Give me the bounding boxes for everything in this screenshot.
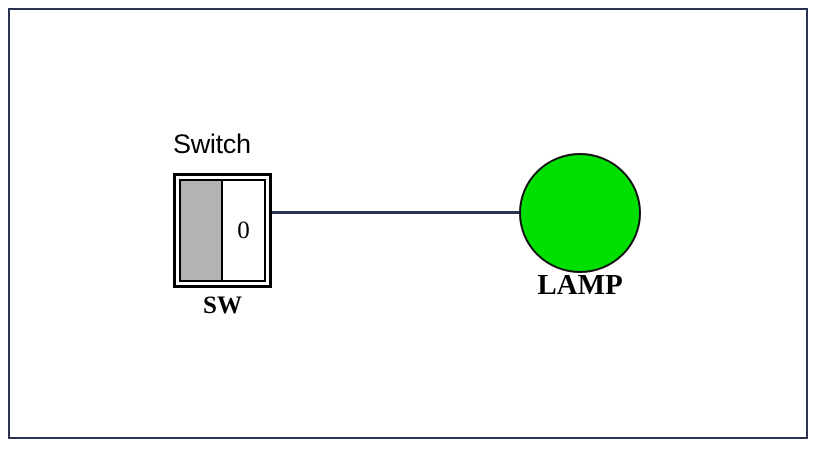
switch-state-panel[interactable]: 0: [223, 179, 266, 282]
switch-lever-handle[interactable]: [179, 179, 223, 282]
lamp-name-label: LAMP: [537, 269, 623, 301]
switch-name-label: SW: [203, 292, 242, 319]
switch-component[interactable]: Switch 0 SW: [173, 128, 275, 323]
switch-body[interactable]: 0: [173, 173, 272, 288]
wire-switch-to-lamp: [272, 211, 522, 214]
lamp-component[interactable]: LAMP: [519, 153, 645, 305]
switch-title-label: Switch: [173, 129, 251, 159]
switch-state-value: 0: [237, 217, 250, 244]
diagram-frame: Switch 0 SW LAMP: [8, 8, 808, 439]
lamp-bulb-icon[interactable]: [519, 153, 641, 273]
